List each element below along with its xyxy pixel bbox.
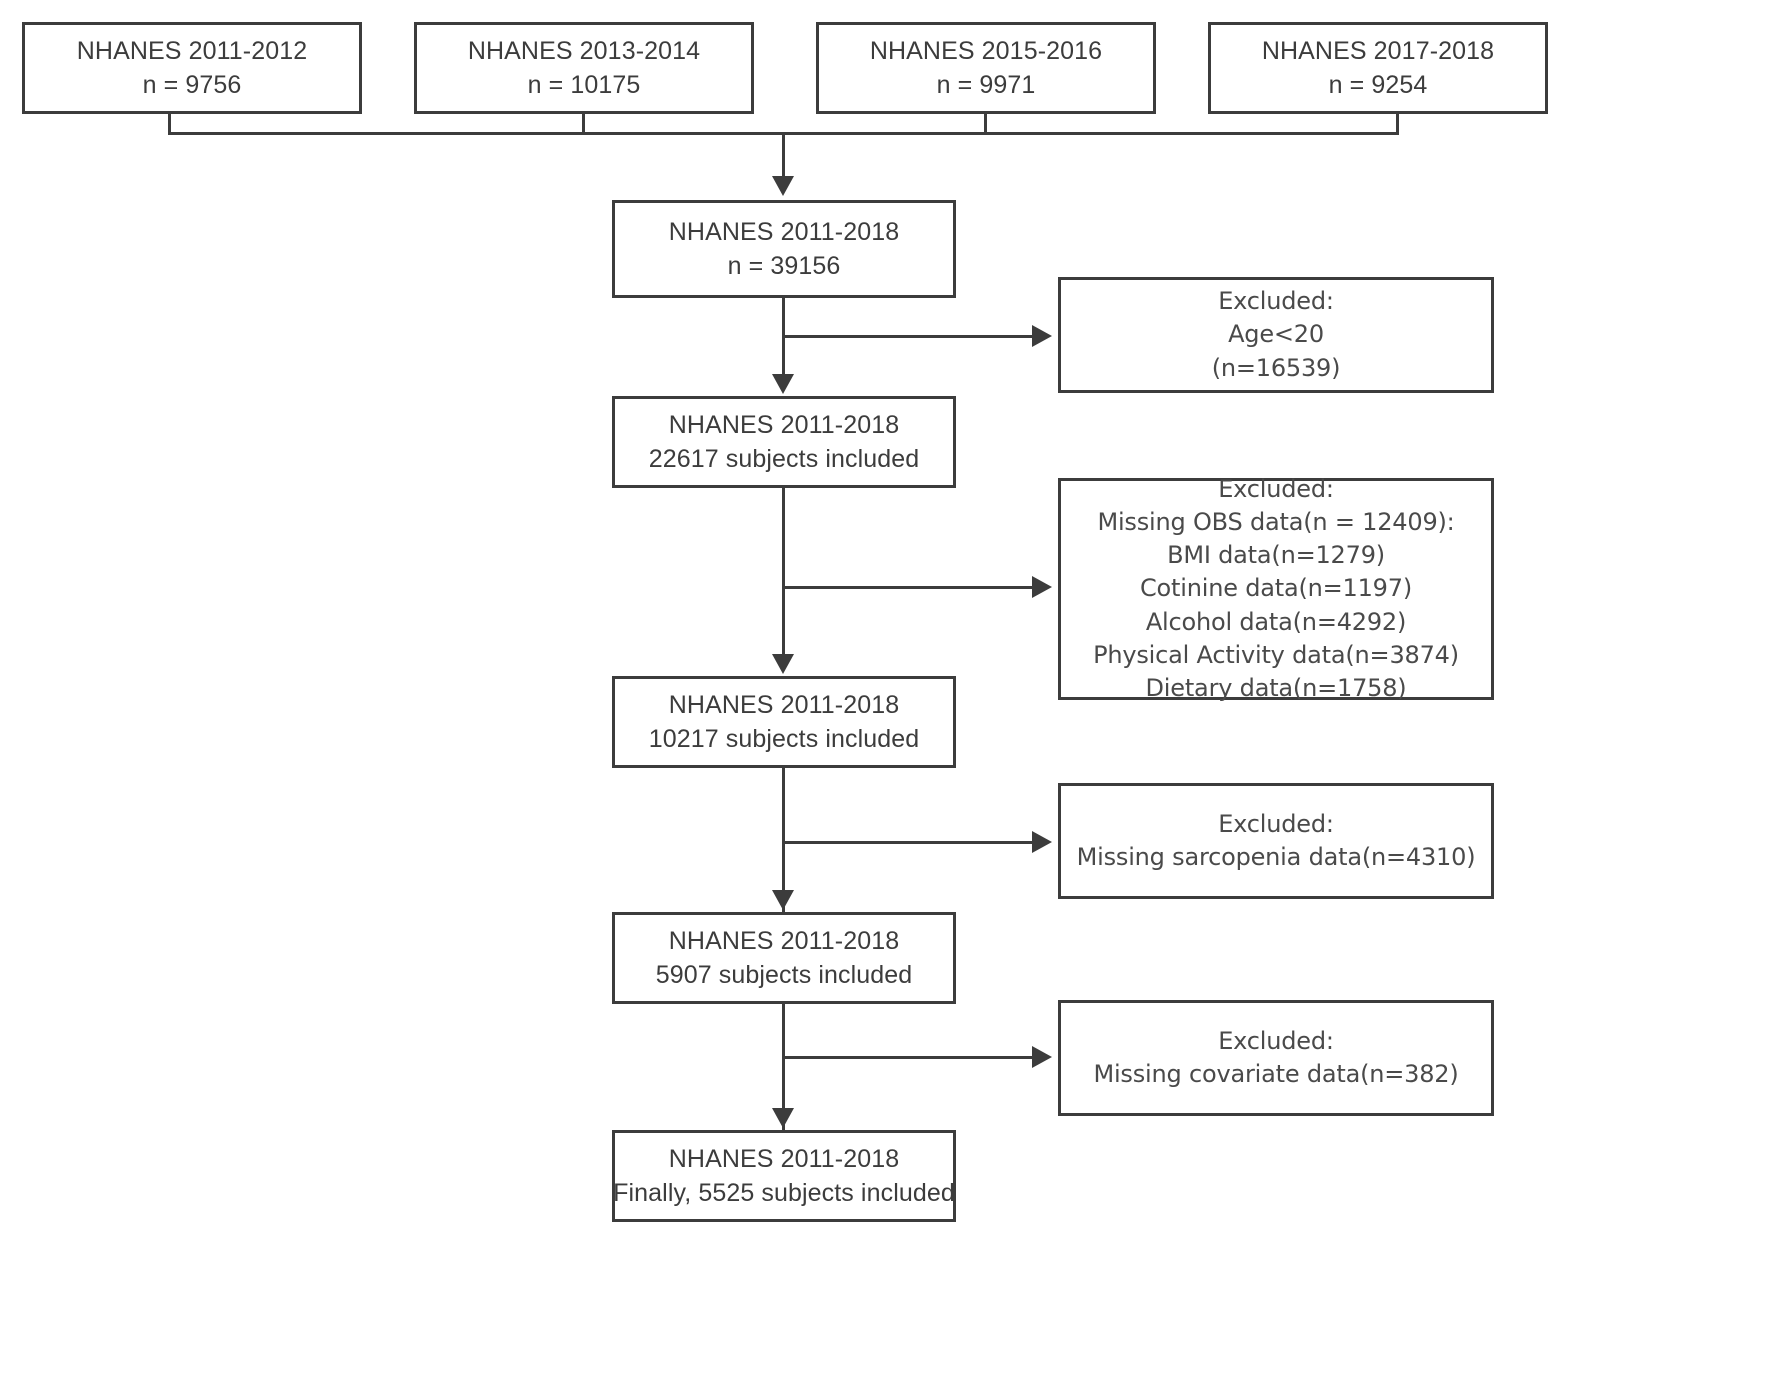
arrow-stage3-to-final <box>772 1108 794 1128</box>
connector-stage3-to-final <box>782 1004 785 1130</box>
arrow-to-exclusion-1 <box>1032 325 1052 347</box>
exclusion-box-sarcopenia: Excluded: Missing sarcopenia data(n=4310… <box>1058 783 1494 899</box>
cycle-title: NHANES 2013-2014 <box>467 36 701 65</box>
stage-count: 22617 subjects included <box>648 445 920 473</box>
stage-box-10217: NHANES 2011-2018 10217 subjects included <box>612 676 956 768</box>
cycle-count: n = 9254 <box>1328 71 1428 99</box>
final-count: Finally, 5525 subjects included <box>613 1179 955 1207</box>
final-title: NHANES 2011-2018 <box>668 1144 900 1173</box>
arrow-to-exclusion-4 <box>1032 1046 1052 1068</box>
stage-title: NHANES 2011-2018 <box>668 410 900 439</box>
connector-stage1-to-stage2 <box>782 488 785 656</box>
exclusion-line: Cotinine data(n=1197) <box>1140 574 1412 603</box>
arrow-merge-to-pooled <box>772 176 794 196</box>
cycle-count: n = 9756 <box>142 71 242 99</box>
stage-count: 10217 subjects included <box>648 725 920 753</box>
pooled-count: n = 39156 <box>727 252 841 280</box>
connector-cycle4-drop <box>1396 114 1399 132</box>
connector-cycle2-drop <box>582 114 585 132</box>
stage-title: NHANES 2011-2018 <box>668 926 900 955</box>
exclusion-heading: Excluded: <box>1218 809 1334 838</box>
exclusion-heading: Excluded: <box>1218 287 1334 316</box>
cycle-box-2011-2012: NHANES 2011-2012 n = 9756 <box>22 22 362 114</box>
exclusion-heading: Excluded: <box>1218 475 1334 504</box>
stage-title: NHANES 2011-2018 <box>668 690 900 719</box>
exclusion-box-covariate: Excluded: Missing covariate data(n=382) <box>1058 1000 1494 1116</box>
arrow-stage2-to-stage3 <box>772 890 794 910</box>
exclusion-line: Dietary data(n=1758) <box>1145 673 1407 702</box>
exclusion-box-age: Excluded: Age<20 (n=16539) <box>1058 277 1494 393</box>
cycle-count: n = 10175 <box>527 71 641 99</box>
arrow-pooled-to-stage1 <box>772 374 794 394</box>
connector-cycle1-drop <box>168 114 171 132</box>
exclusion-line: BMI data(n=1279) <box>1167 541 1385 570</box>
cycle-title: NHANES 2017-2018 <box>1261 36 1495 65</box>
exclusion-line: Alcohol data(n=4292) <box>1145 607 1407 636</box>
exclusion-box-obs: Excluded: Missing OBS data(n = 12409): B… <box>1058 475 1494 702</box>
stage-count: 5907 subjects included <box>655 961 913 989</box>
connector-cycle3-drop <box>984 114 987 132</box>
exclusion-line: Missing covariate data(n=382) <box>1093 1060 1459 1088</box>
cycle-box-2015-2016: NHANES 2015-2016 n = 9971 <box>816 22 1156 114</box>
arrow-to-exclusion-2 <box>1032 576 1052 598</box>
connector-branch-exclusion-4 <box>782 1056 1032 1059</box>
stage-box-22617: NHANES 2011-2018 22617 subjects included <box>612 396 956 488</box>
exclusion-line: (n=16539) <box>1211 353 1341 382</box>
connector-branch-exclusion-3 <box>782 841 1032 844</box>
pooled-title: NHANES 2011-2018 <box>668 217 900 246</box>
connector-stage2-to-stage3 <box>782 768 785 912</box>
cycle-title: NHANES 2015-2016 <box>869 36 1103 65</box>
connector-branch-exclusion-1 <box>782 335 1032 338</box>
exclusion-heading: Excluded: <box>1218 1026 1334 1055</box>
stage-box-5907: NHANES 2011-2018 5907 subjects included <box>612 912 956 1004</box>
exclusion-line: Missing sarcopenia data(n=4310) <box>1076 843 1476 871</box>
cycle-count: n = 9971 <box>936 71 1036 99</box>
cycle-title: NHANES 2011-2012 <box>76 36 308 65</box>
final-box-5525: NHANES 2011-2018 Finally, 5525 subjects … <box>612 1130 956 1222</box>
cycle-box-2017-2018: NHANES 2017-2018 n = 9254 <box>1208 22 1548 114</box>
exclusion-line: Age<20 <box>1228 320 1324 349</box>
connector-merge-to-pooled <box>782 132 785 178</box>
pooled-box-2011-2018: NHANES 2011-2018 n = 39156 <box>612 200 956 298</box>
cycle-box-2013-2014: NHANES 2013-2014 n = 10175 <box>414 22 754 114</box>
arrow-stage1-to-stage2 <box>772 654 794 674</box>
exclusion-line: Missing OBS data(n = 12409): <box>1097 508 1455 537</box>
connector-branch-exclusion-2 <box>782 586 1032 589</box>
exclusion-line: Physical Activity data(n=3874) <box>1093 640 1459 669</box>
arrow-to-exclusion-3 <box>1032 831 1052 853</box>
